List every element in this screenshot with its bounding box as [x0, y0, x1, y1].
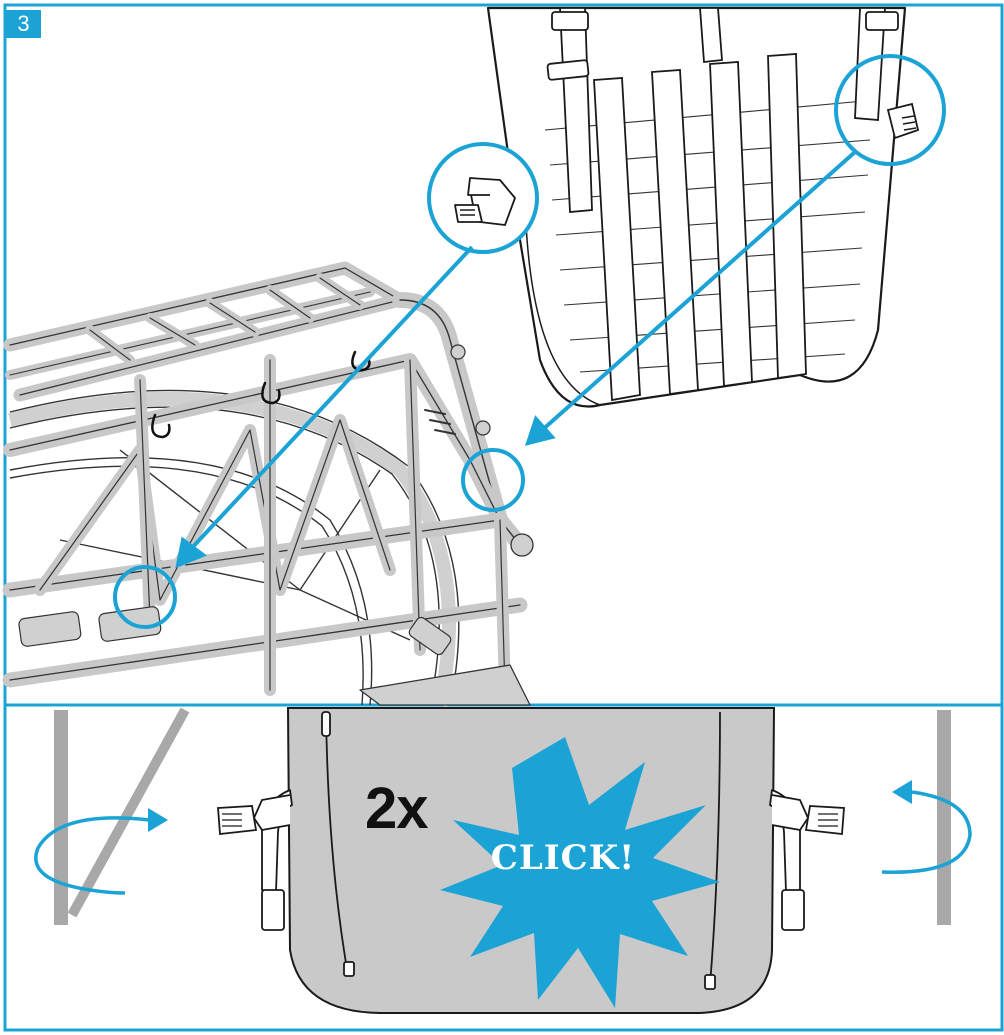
rack-post-right: [937, 710, 951, 925]
starburst-icon: [440, 737, 720, 1008]
bag-buckle-callout-circle: [834, 54, 946, 166]
step-number-badge: 3: [6, 10, 41, 38]
right-strap: [769, 789, 809, 931]
rack-bottom-target-circle: [113, 565, 177, 629]
bike-rack-frame: [2, 261, 534, 706]
rack-post-left: [54, 710, 68, 925]
rack-strut-left: [67, 707, 190, 918]
bag-piping: [321, 711, 721, 990]
rotate-arrow-icon: [34, 780, 972, 895]
rack-top-target-circle: [461, 448, 525, 512]
right-buckle-icon: [804, 805, 845, 835]
figure-border: [3, 3, 1004, 1032]
arrow-icon: [175, 150, 857, 569]
click-label: CLICK!: [490, 838, 636, 878]
left-buckle-icon: [217, 805, 258, 835]
click-count-label: 2x: [365, 776, 429, 841]
bag-buckle-icon: [886, 102, 920, 140]
pannier-bag: [486, 6, 920, 408]
bottom-panel: [34, 707, 972, 1014]
left-strap: [253, 789, 293, 931]
hook-buckle-icon: [454, 177, 516, 226]
top-panel: [2, 6, 946, 707]
